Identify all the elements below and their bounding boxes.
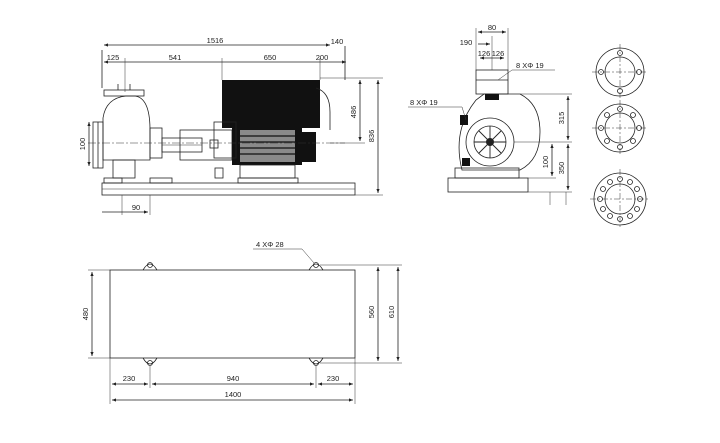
dim-230-left: 230 [123, 374, 136, 383]
dim-560: 560 [367, 306, 376, 319]
dim-suction-dia: 100 [78, 138, 87, 151]
flange-12-hole [590, 169, 650, 229]
flange-4-hole [592, 44, 648, 100]
dim-315: 315 [557, 112, 566, 125]
dim-350: 350 [557, 162, 566, 175]
dim-top: 80 [488, 23, 496, 32]
dim-126-right: 126 [492, 49, 505, 58]
dim-suction-offset: 125 [107, 53, 120, 62]
dim-motor: 650 [264, 53, 277, 62]
dim-100: 100 [541, 156, 550, 169]
dim-126-left: 126 [478, 49, 491, 58]
dim-height-total: 836 [367, 130, 376, 143]
front-base [447, 177, 529, 193]
bolt-callout-left: 8 XΦ 19 [410, 98, 438, 107]
motor [209, 80, 331, 179]
front-view: 80 190 126 126 8 XΦ 19 8 XΦ 19 315 100 3… [408, 23, 572, 205]
base-plate-plan: 4 XΦ 28 480 560 610 230 940 230 1400 [81, 240, 402, 404]
flange-8-hole [592, 100, 648, 156]
dim-motor-end: 200 [316, 53, 329, 62]
dim-1400: 1400 [225, 390, 242, 399]
dim-foot: 90 [132, 203, 140, 212]
dim-overall-length: 1516 [207, 36, 224, 45]
bolt-callout-top: 8 XΦ 19 [516, 61, 544, 70]
dim-480: 480 [81, 308, 90, 321]
dim-610: 610 [387, 306, 396, 319]
pump-volute [92, 84, 163, 179]
anchor-bolts-callout: 4 XΦ 28 [256, 240, 284, 249]
dim-coupling: 541 [169, 53, 182, 62]
dim-height-motor: 486 [349, 106, 358, 119]
dim-940: 940 [227, 374, 240, 383]
base-plate-outline [109, 269, 356, 359]
side-view: 1516 125 541 650 200 140 486 836 100 90 [78, 36, 383, 215]
dim-terminal-box: 140 [331, 37, 344, 46]
dim-230-right: 230 [327, 374, 340, 383]
dim-190: 190 [460, 38, 473, 47]
flange-details [590, 44, 650, 229]
